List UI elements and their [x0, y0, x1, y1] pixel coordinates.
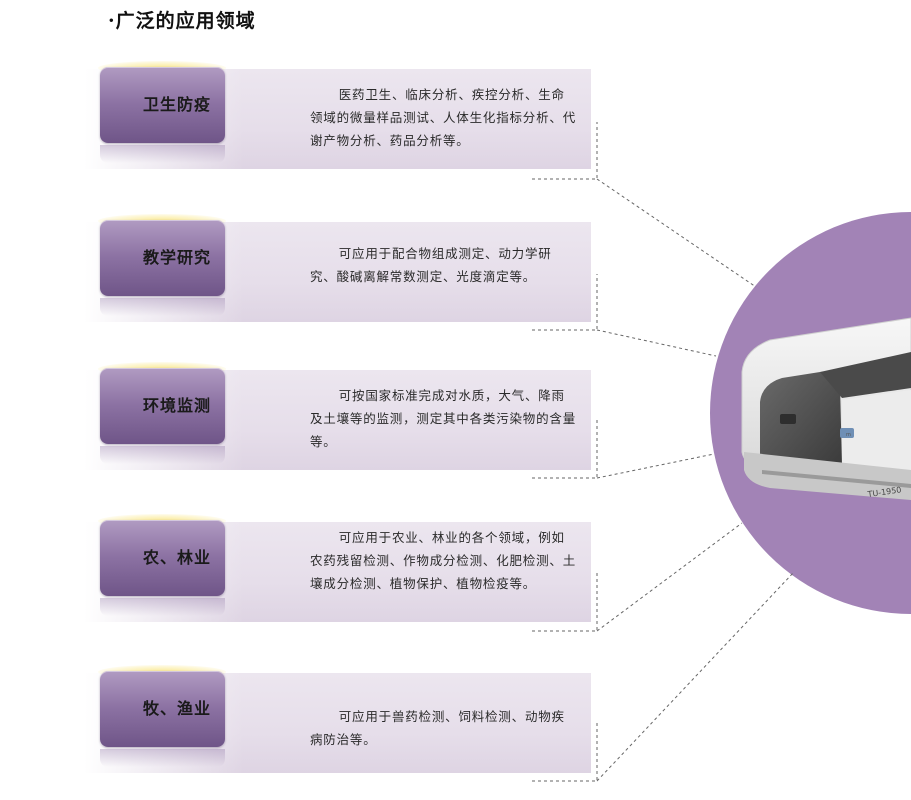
- tile-reflection: [100, 749, 225, 767]
- tile-reflection: [100, 446, 225, 464]
- connector-lines: [532, 122, 795, 782]
- category-tile: 农、林业: [100, 520, 225, 596]
- category-description: 可应用于兽药检测、饲料检测、动物疾病防治等。: [310, 709, 565, 747]
- application-row-environment: 环境监测 可按国家标准完成对水质，大气、降雨及土壤等的监测，测定其中各类污染物的…: [84, 362, 591, 470]
- category-description: 可应用于配合物组成测定、动力学研究、酸碱离解常数测定、光度滴定等。: [310, 246, 552, 284]
- application-row-agriculture: 农、林业 可应用于农业、林业的各个领域，例如农药残留检测、作物成分检测、化肥检测…: [84, 514, 591, 622]
- application-row-teaching: 教学研究 可应用于配合物组成测定、动力学研究、酸碱离解常数测定、光度滴定等。: [84, 214, 591, 322]
- category-tile: 教学研究: [100, 220, 225, 296]
- category-description: 可按国家标准完成对水质，大气、降雨及土壤等的监测，测定其中各类污染物的含量等。: [310, 388, 577, 449]
- page-title: ·广泛的应用领域: [108, 10, 256, 32]
- application-row-husbandry: 牧、渔业 可应用于兽药检测、饲料检测、动物疾病防治等。: [84, 665, 591, 773]
- tile-reflection: [100, 145, 225, 163]
- category-tile: 环境监测: [100, 368, 225, 444]
- category-label: 牧、渔业: [142, 699, 211, 718]
- svg-text:m: m: [846, 432, 851, 438]
- category-label: 农、林业: [142, 548, 211, 567]
- category-label: 教学研究: [142, 248, 211, 267]
- category-tile: 卫生防疫: [100, 67, 225, 143]
- category-description: 可应用于农业、林业的各个领域，例如农药残留检测、作物成分检测、化肥检测、土壤成分…: [310, 530, 577, 591]
- category-label: 卫生防疫: [142, 95, 211, 114]
- category-description: 医药卫生、临床分析、疾控分析、生命领域的微量样品测试、人体生化指标分析、代谢产物…: [310, 87, 577, 148]
- tile-reflection: [100, 598, 225, 616]
- category-label: 环境监测: [142, 396, 211, 415]
- spectrophotometer-image: m TU-1950: [741, 317, 911, 500]
- category-tile: 牧、渔业: [100, 671, 225, 747]
- tile-reflection: [100, 298, 225, 316]
- application-row-health: 卫生防疫 医药卫生、临床分析、疾控分析、生命领域的微量样品测试、人体生化指标分析…: [84, 61, 591, 169]
